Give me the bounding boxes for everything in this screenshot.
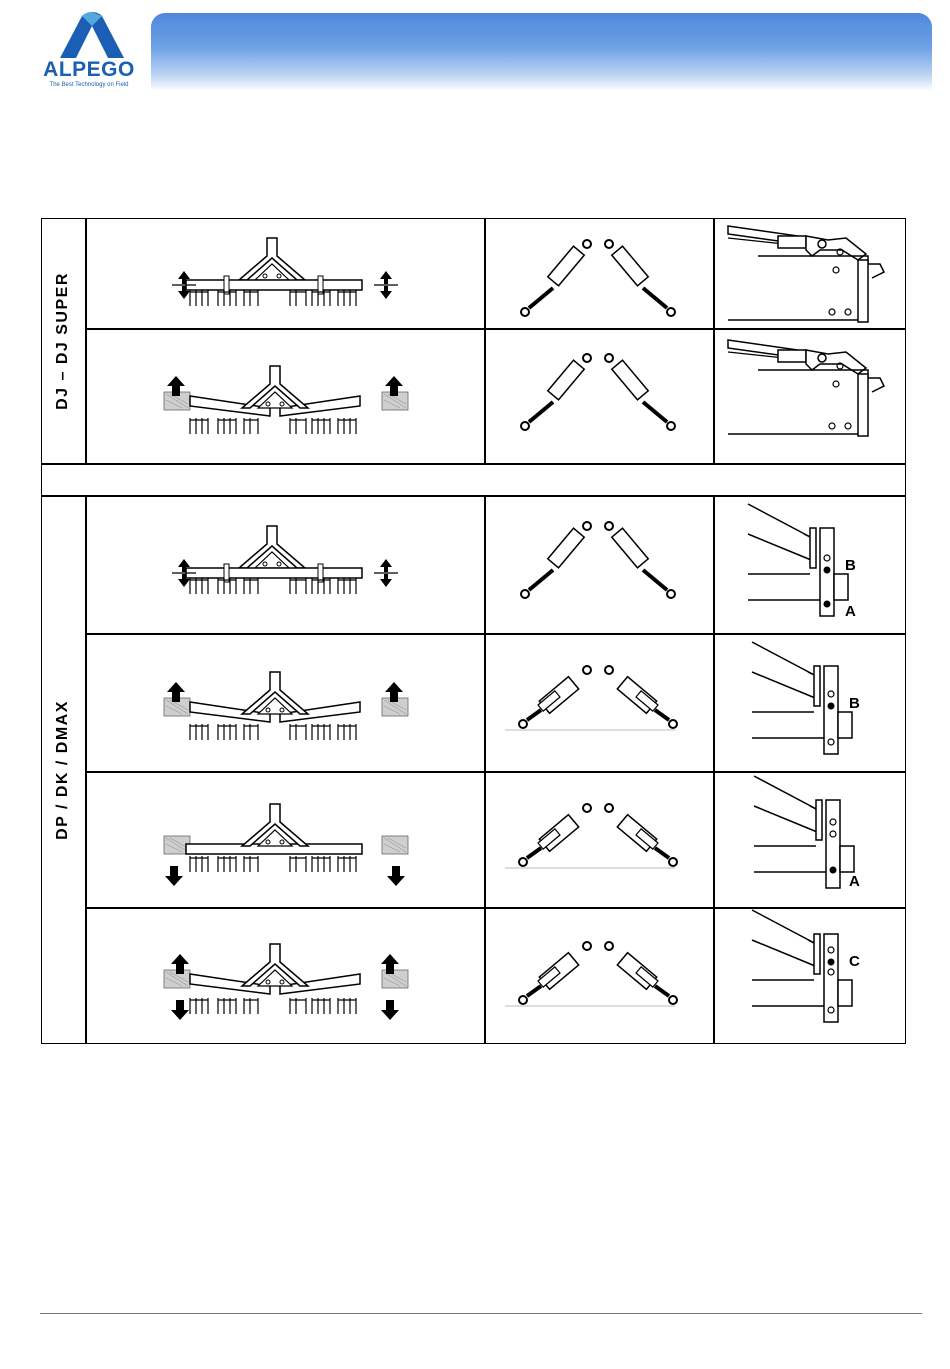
row-divider [85, 633, 906, 635]
machine-wings-up-diagram [150, 642, 410, 754]
machine-wings-down-diagram [150, 796, 410, 896]
latch-hook-up-diagram [718, 334, 903, 442]
pin-label-b: B [849, 695, 860, 712]
pin-plate-diagram: C [750, 906, 880, 1030]
cylinder-retracted-diagram [505, 514, 695, 604]
footer-divider [40, 1313, 922, 1314]
logo-tagline: The Best Technology on Field [30, 82, 148, 88]
group-label-dj: DJ – DJ SUPER [54, 272, 72, 410]
cylinder-extended-diagram [505, 928, 695, 1018]
machine-flat-diagram [150, 230, 410, 320]
col-divider-2 [713, 218, 715, 464]
pin-label-a: A [845, 603, 856, 620]
pin-plate-diagram: B A [746, 500, 876, 624]
latch-hook-down-diagram [718, 220, 903, 328]
header-banner [151, 13, 932, 91]
pin-label-c: C [849, 953, 860, 970]
cylinder-retracted-diagram [505, 346, 695, 436]
col-divider-2b [713, 496, 715, 1044]
col-divider-1 [484, 218, 486, 464]
group-label-dp: DP / DK / DMAX [54, 700, 72, 840]
logo-wordmark: ALPEGO [30, 58, 148, 82]
logo-mark-icon [30, 12, 148, 62]
col-divider-1b [484, 496, 486, 1044]
cylinder-retracted-diagram [505, 232, 695, 322]
cylinder-extended-diagram [505, 652, 695, 742]
pin-label-a: A [849, 873, 860, 890]
pin-label-b: B [845, 557, 856, 574]
cylinder-extended-diagram [505, 790, 695, 880]
machine-flat-diagram [150, 518, 410, 608]
section-divider-top [41, 463, 906, 465]
col-divider-label-2 [85, 496, 87, 1044]
machine-wings-up-diagram [150, 336, 410, 448]
pin-plate-diagram: A [752, 772, 882, 896]
col-divider-label [85, 218, 87, 464]
section-divider-bottom [41, 495, 906, 497]
machine-wings-up-down-diagram [150, 926, 410, 1030]
alpego-logo: ALPEGO The Best Technology on Field [30, 12, 148, 92]
pin-plate-diagram: B [750, 638, 880, 762]
row-divider [85, 328, 906, 330]
